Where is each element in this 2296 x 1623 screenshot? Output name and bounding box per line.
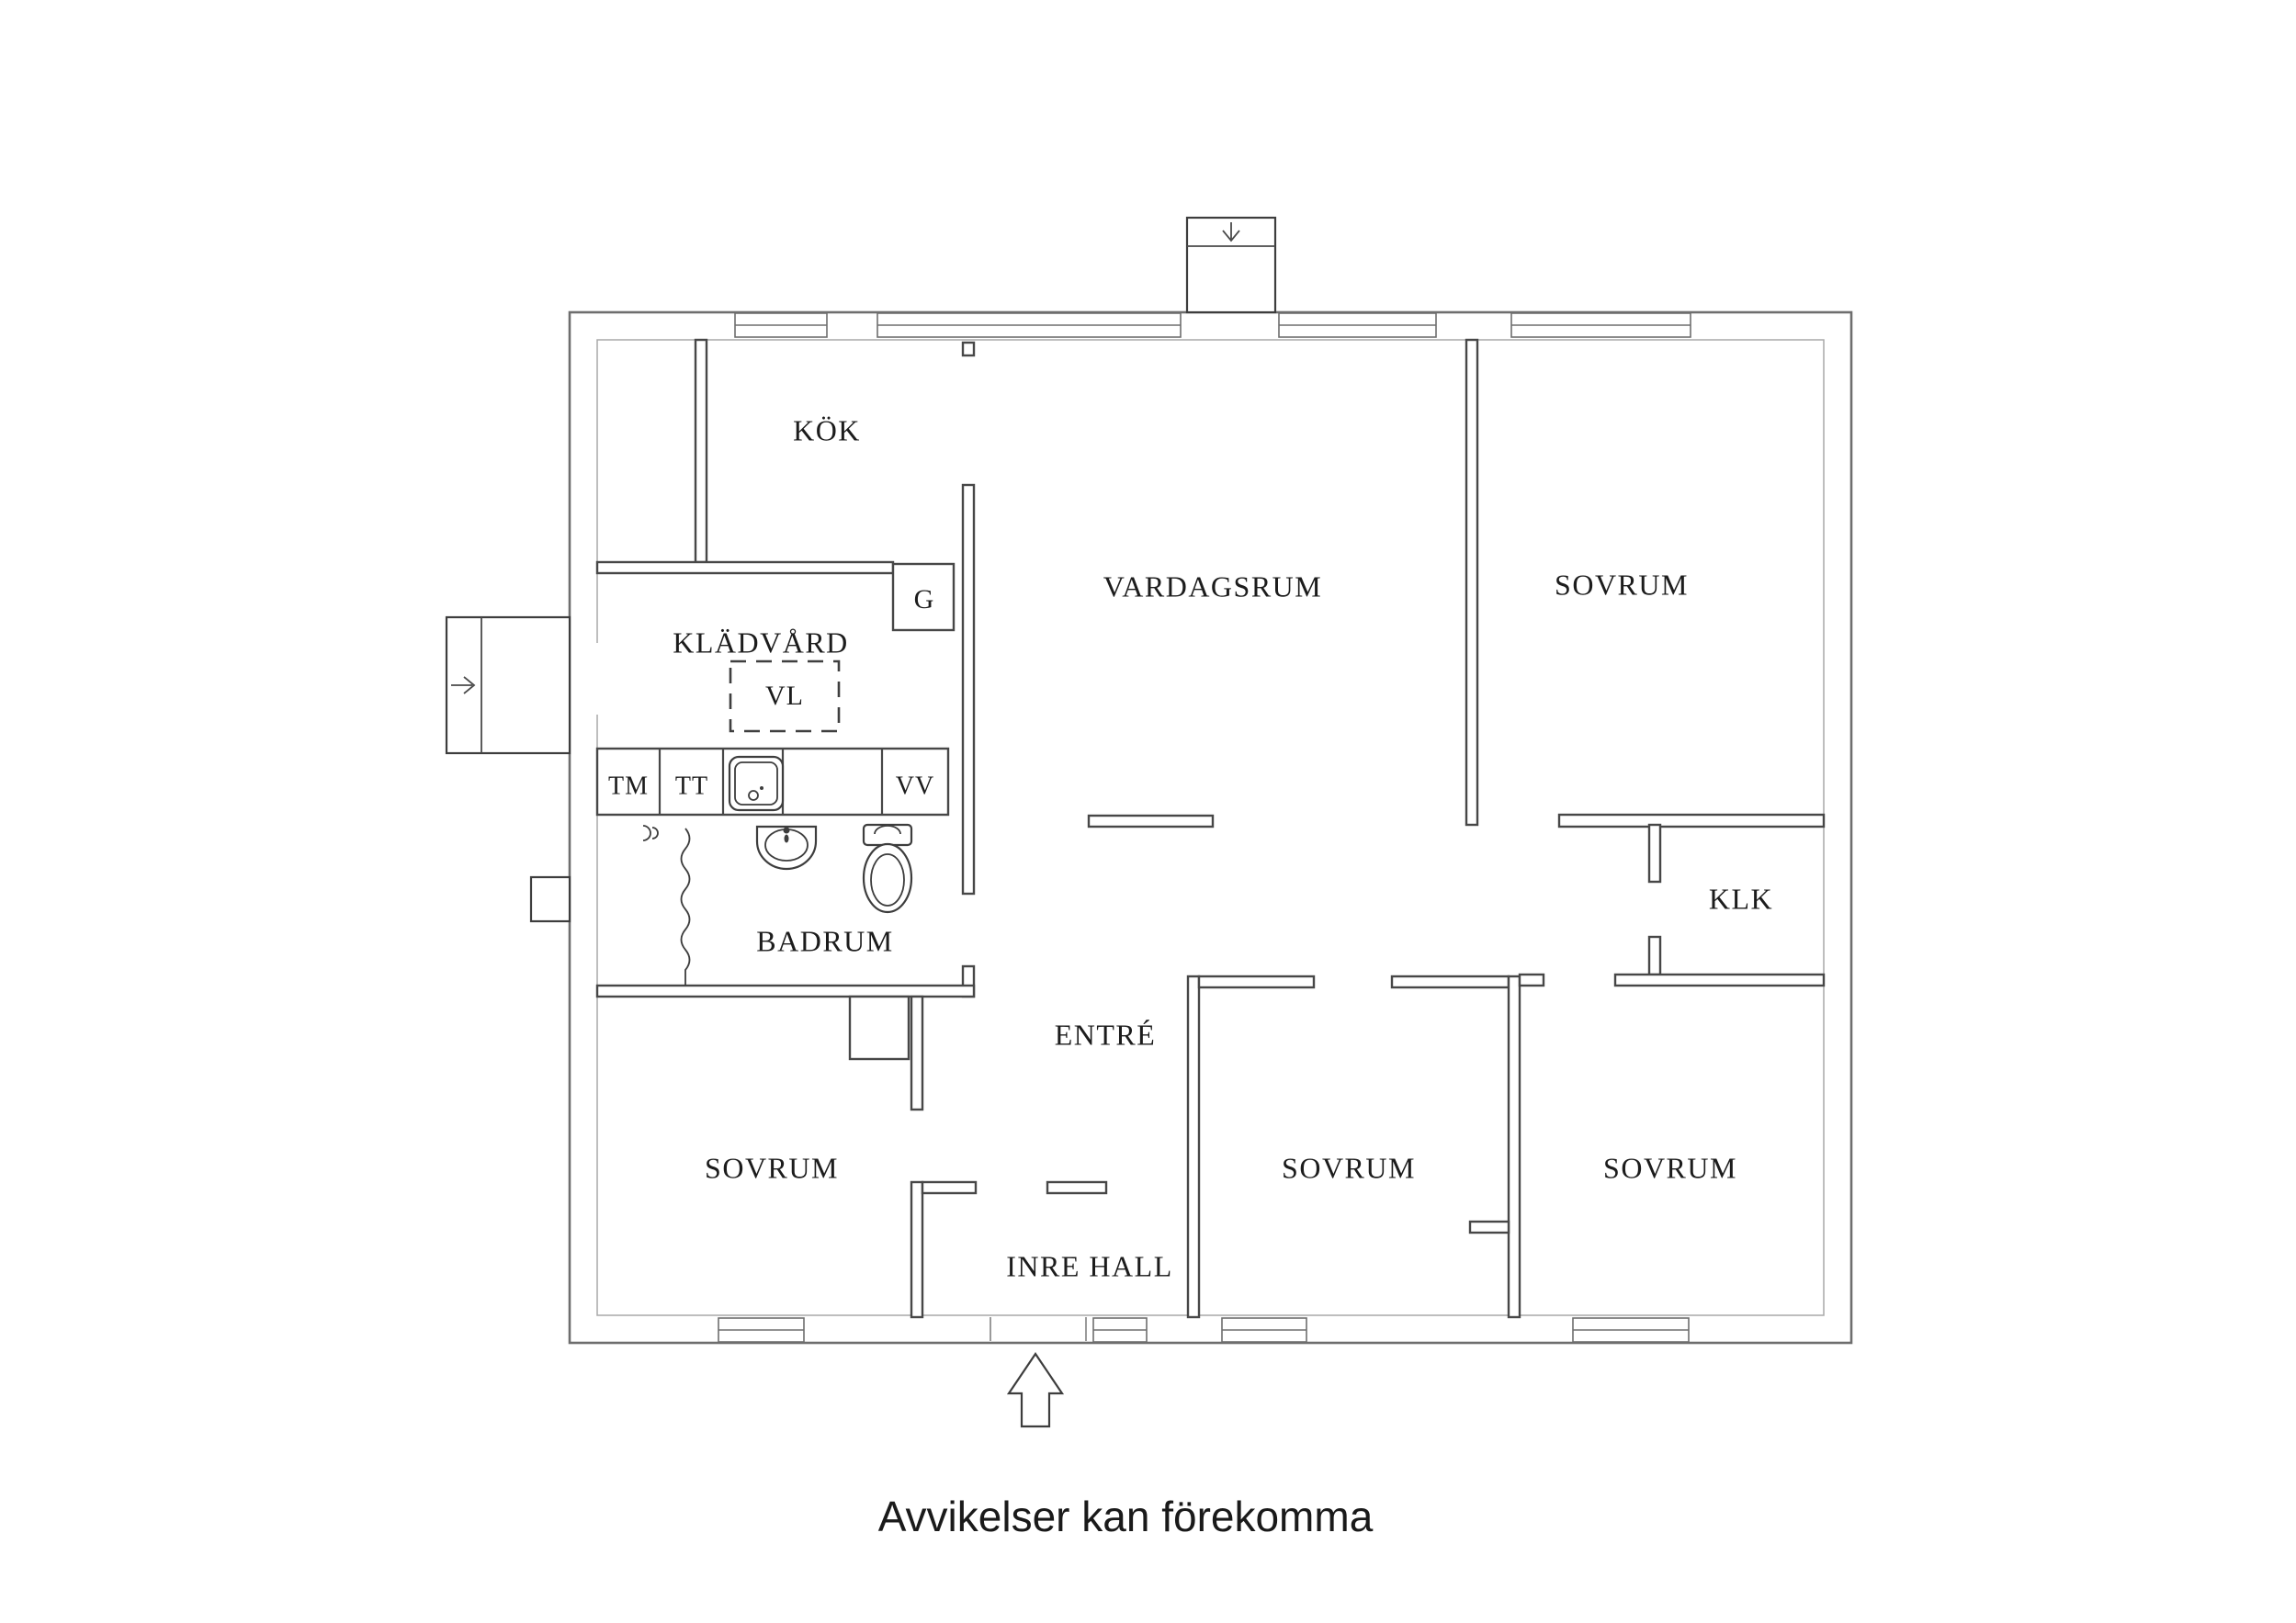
wall-kok-left [694,338,708,564]
wall-sovrum-middle-top-left [1197,975,1316,989]
down-arrow-icon [1222,222,1240,242]
right-arrow-icon [451,676,476,694]
wall-kok-bottom [595,560,895,575]
room-label-badrum: BADRUM [756,924,893,957]
closets [729,562,956,1061]
wall-entre-vardagsrum-stub [1087,814,1215,828]
wall-entre-left-upper [910,995,924,1111]
closet-sovrum-left-box [848,995,910,1061]
room-label-kok: KÖK [793,413,861,446]
fixture-label-tt: TT [675,772,708,800]
wall-entre-left-lower [910,1180,924,1319]
fixture-label-vv: VV [896,772,934,800]
room-label-kladvard: KLÄDVÅRD [673,626,849,659]
wall-sovrum-middle-right [1507,975,1521,1319]
fixture-label-vl: VL [765,681,804,711]
labels: KÖK VARDAGSRUM SOVRUM KLÄDVÅRD BADRUM EN… [608,413,1773,1282]
room-label-sovrum-left: SOVRUM [705,1151,839,1184]
wall-sovrum-middle-left [1186,975,1201,1319]
room-label-klk: KLK [1709,882,1773,915]
wall-inrehall-top-right [1046,1180,1108,1195]
room-label-sovrum-top-right: SOVRUM [1555,568,1689,601]
fixture-label-tm: TM [608,772,649,800]
wall-klk-left-lower [1647,935,1662,976]
porches [445,216,1277,923]
entrance-door-gap [990,1316,1086,1341]
room-label-sovrum-middle: SOVRUM [1282,1151,1416,1184]
room-label-sovrum-right: SOVRUM [1603,1151,1737,1184]
wall-badrum-bottom [595,984,976,998]
floor-drain-symbol [642,825,659,841]
wall-inrehall-top-left [921,1180,978,1195]
interior-walls [595,338,1826,1319]
wall-kok-vardagsrum-main [961,483,976,896]
shower-curtain-symbol [642,825,691,986]
top-porch [1185,216,1277,314]
room-label-inre-hall: INRE HALL [1006,1249,1172,1282]
wall-sovrum-middle-top-right [1390,975,1510,989]
closet-g-box [891,562,956,632]
wall-sovrum-right-top-stub [1518,973,1545,987]
room-label-entre: ENTRÉ [1055,1018,1157,1051]
fixture-label-g: G [914,584,935,614]
wall-wardrobe-stub [1468,1220,1510,1234]
laundry-counter [595,747,950,817]
entrance-arrow-icon [1006,1352,1065,1428]
wall-klk-bottom [1613,973,1826,987]
wall-sovrum-tr-bottom [1557,813,1826,828]
side-door-gap [592,643,603,715]
left-wall-vent [529,875,571,923]
laundry-sink-symbol [728,755,785,812]
washbasin-symbol [755,825,818,871]
room-label-vardagsrum: VARDAGSRUM [1103,569,1322,603]
windows [718,312,1691,1343]
vl-dashed-box [729,659,841,733]
toilet-symbol [862,823,913,914]
wall-vardagsrum-sovrum-divider [1465,338,1479,827]
wall-kok-vardagsrum-stub [961,341,976,357]
disclaimer-caption: Avvikelser kan förekomma [878,1493,1374,1540]
badrum-fixtures [642,823,913,986]
wall-klk-left-upper [1647,823,1662,884]
